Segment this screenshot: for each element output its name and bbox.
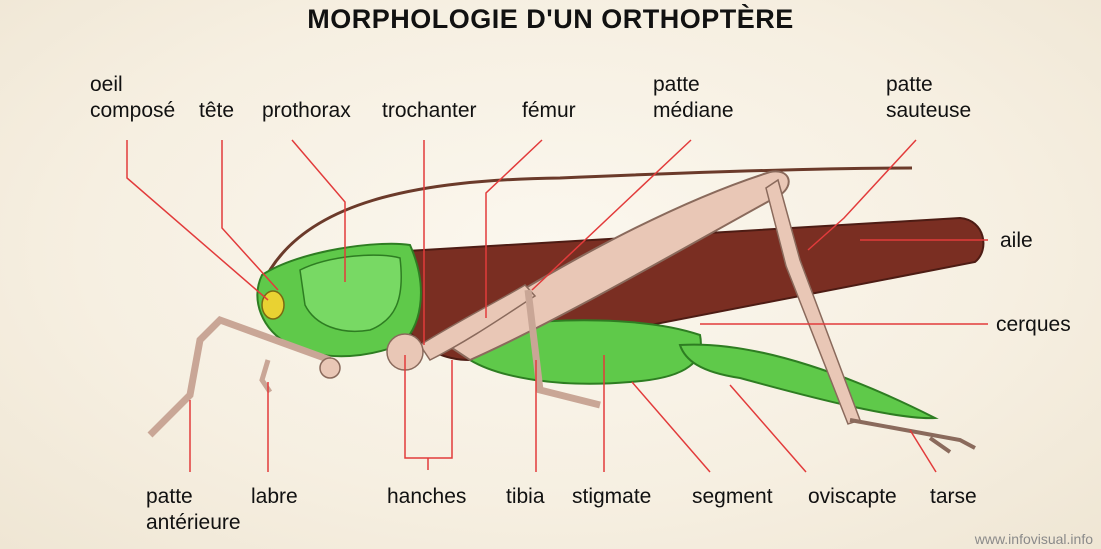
leader-oviscapte [730, 385, 806, 472]
eye-shape [262, 291, 284, 319]
joint-shape [320, 358, 340, 378]
label-patte-sauteuse: patte sauteuse [886, 72, 971, 124]
label-trochanter: trochanter [382, 98, 477, 124]
label-segment: segment [692, 484, 773, 510]
label-stigmate: stigmate [572, 484, 651, 510]
label-oviscapte: oviscapte [808, 484, 897, 510]
label-oeil-compose-line1: oeil [90, 72, 175, 98]
leader-oeil [127, 140, 268, 300]
label-hanches: hanches [387, 484, 466, 510]
label-patte-anterieure: patte antérieure [146, 484, 241, 536]
label-oeil-compose-line2: composé [90, 98, 175, 124]
leader-hanches [405, 355, 452, 458]
label-tarse: tarse [930, 484, 977, 510]
label-cerques: cerques [996, 312, 1071, 338]
label-labre: labre [251, 484, 298, 510]
label-patte-sauteuse-line2: sauteuse [886, 98, 971, 124]
label-oeil-compose: oeil composé [90, 72, 175, 124]
label-patte-mediane: patte médiane [653, 72, 734, 124]
label-patte-mediane-line1: patte [653, 72, 734, 98]
credit-text: www.infovisual.info [975, 531, 1093, 547]
ovipositor-shape [680, 345, 935, 419]
labrum-shape [262, 360, 270, 392]
label-prothorax: prothorax [262, 98, 351, 124]
label-tibia: tibia [506, 484, 545, 510]
label-patte-anterieure-line2: antérieure [146, 510, 241, 536]
label-patte-anterieure-line1: patte [146, 484, 241, 510]
label-femur: fémur [522, 98, 576, 124]
label-patte-mediane-line2: médiane [653, 98, 734, 124]
hind-tarsus-shape [850, 420, 975, 452]
label-tete: tête [199, 98, 234, 124]
leader-segment [632, 382, 710, 472]
label-aile: aile [1000, 228, 1033, 254]
label-patte-sauteuse-line1: patte [886, 72, 971, 98]
